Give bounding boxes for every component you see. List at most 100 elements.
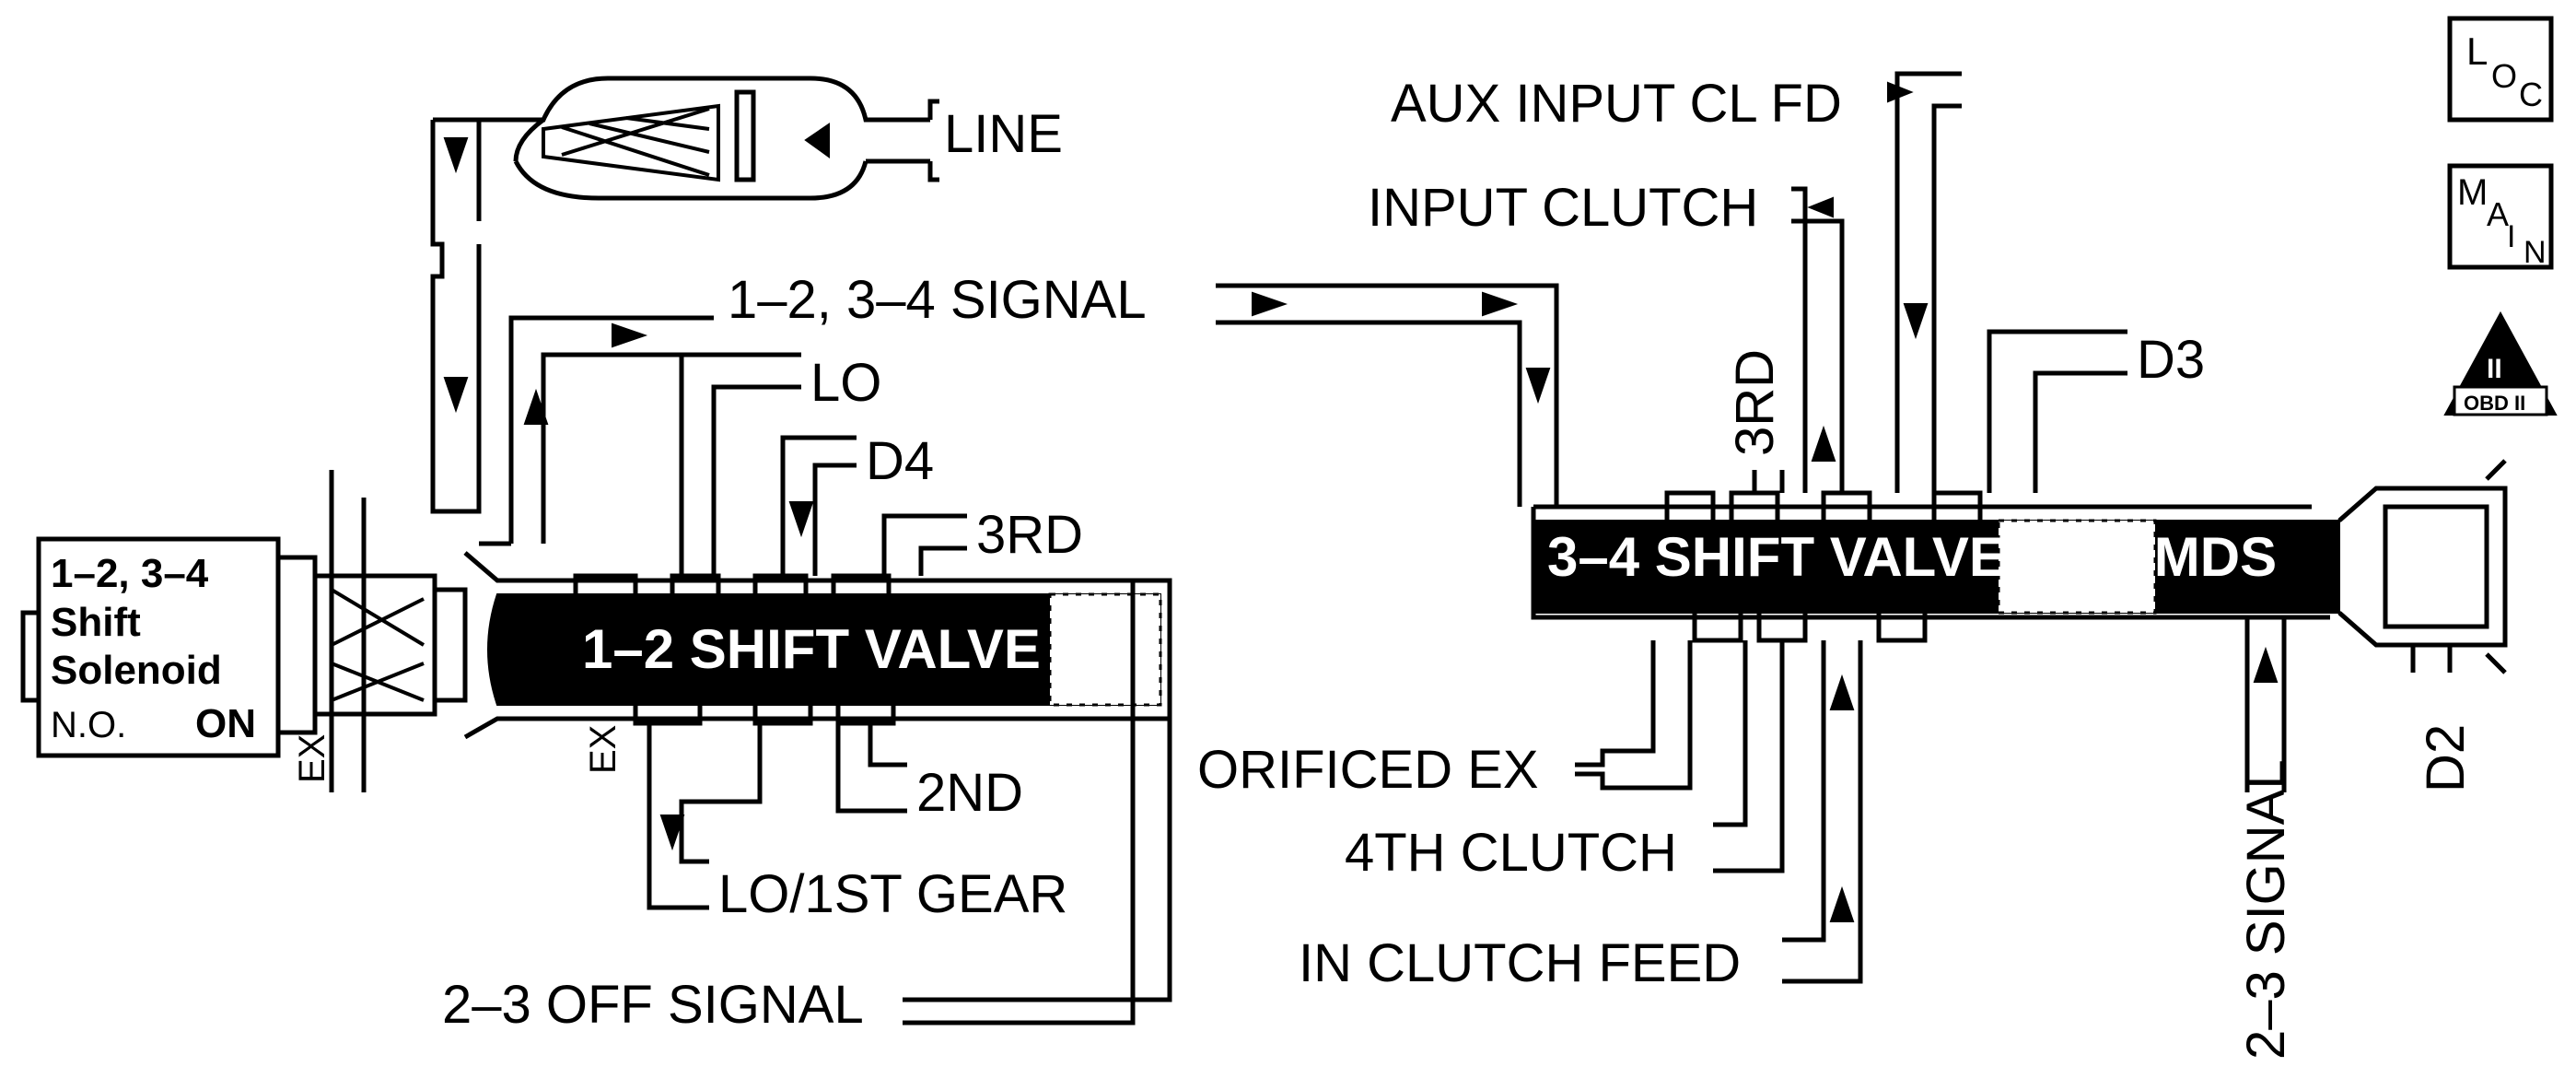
line-filter: LINE <box>476 76 1063 221</box>
signal-arrow-icon-right-2 <box>1252 291 1288 317</box>
solenoid-body <box>36 536 281 758</box>
shift-valve-12: 1–2 SHIFT VALVE EX <box>463 551 1172 774</box>
signal-23-pipe <box>2244 617 2287 792</box>
svg-text:I: I <box>2507 219 2515 254</box>
d4-label: D4 <box>866 431 934 491</box>
lo-1st-arrow-icon <box>659 815 685 851</box>
solenoid-nozzle <box>435 587 468 703</box>
lo-label: LO <box>810 353 881 413</box>
valve-12-spring <box>1048 592 1162 707</box>
valve-43-label: 4–3 MDS <box>2046 526 2277 588</box>
svg-text:A: A <box>2487 195 2509 233</box>
line-port <box>927 99 939 182</box>
svg-text:L: L <box>2466 29 2488 73</box>
solenoid-connector <box>275 555 318 735</box>
valve-12-bottom-ports <box>633 705 896 726</box>
svg-text:C: C <box>2519 76 2543 113</box>
plug-retainer <box>2485 459 2507 674</box>
svg-text:N: N <box>2524 235 2547 270</box>
valve-12-label: 1–2 SHIFT VALVE <box>582 618 1041 680</box>
in-clutch-feed-arrow-icon-2 <box>1829 885 1855 922</box>
filter-hatch <box>561 107 710 177</box>
signal-23-label: 2–3 SIGNAL <box>2236 759 2296 1060</box>
filter-plate <box>734 89 756 182</box>
aux-input-pipe <box>1894 71 1962 493</box>
input-clutch-arrow-icon-left <box>1807 196 1834 218</box>
aux-input-arrow-icon-down <box>1903 303 1929 340</box>
signal-12-34-label: 1–2, 3–4 SIGNAL <box>728 270 1147 330</box>
third-right-label: 3RD <box>1725 349 1785 456</box>
filter-housing-bottom <box>513 159 868 201</box>
line-label: LINE <box>944 104 1063 164</box>
feed-arrow-icon-2 <box>443 377 469 414</box>
in-clutch-feed-arrow-icon-1 <box>1829 674 1855 710</box>
solenoid-label-1: 1–2, 3–4 <box>51 551 209 596</box>
in-clutch-feed-label: IN CLUTCH FEED <box>1299 933 1741 993</box>
svg-text:II: II <box>2487 354 2502 384</box>
third-right-pipe <box>1752 470 1785 493</box>
lo-1st-pipe <box>647 723 763 910</box>
solenoid-state: ON <box>195 701 256 746</box>
solenoid-exhaust-lines <box>329 470 367 792</box>
ex-label-left: EX <box>292 734 332 783</box>
aux-input-cl-fd-label: AUX INPUT CL FD <box>1391 74 1842 134</box>
feed-pipe <box>430 117 482 514</box>
filter-housing-top <box>476 76 930 221</box>
input-clutch-pipe <box>1791 186 1845 493</box>
solenoid-tab <box>20 610 39 703</box>
d3-label: D3 <box>2137 330 2205 390</box>
line-arrow-icon <box>804 123 830 158</box>
obd-badge: II OBD II <box>2443 311 2558 416</box>
off-signal-23-label: 2–3 OFF SIGNAL <box>442 975 864 1035</box>
orificed-ex-pipe <box>1575 640 1693 791</box>
third-left-label: 3RD <box>976 505 1083 565</box>
lo-pipe <box>679 352 801 576</box>
signal-12-34-pipe-right <box>1216 283 1559 507</box>
second-label: 2ND <box>916 763 1023 823</box>
d3-pipe <box>1987 329 2127 493</box>
d2-pipe <box>2410 645 2453 673</box>
svg-text:M: M <box>2457 172 2488 213</box>
valve-34-label: 3–4 SHIFT VALVE <box>1547 526 2006 588</box>
svg-text:O: O <box>2491 57 2517 95</box>
shift-valve-34: 3–4 SHIFT VALVE 4–3 MDS <box>1531 459 2508 674</box>
orificed-ex-label: ORIFICED EX <box>1197 740 1539 800</box>
signal-arrow-icon-down <box>1525 368 1551 404</box>
solenoid-label-2: Shift <box>51 600 141 645</box>
d2-label: D2 <box>2416 724 2476 792</box>
signal-arrow-icon-right-1 <box>612 322 648 348</box>
ex-label-mid: EX <box>583 725 624 774</box>
shift-solenoid: 1–2, 3–4 Shift Solenoid N.O. ON EX <box>20 470 468 792</box>
fourth-clutch-pipe <box>1713 640 1785 873</box>
aux-input-arrow-icon-right <box>1887 81 1914 103</box>
signal-arrow-icon-up <box>523 388 549 425</box>
off-signal-23-pipe <box>903 580 1172 1026</box>
fourth-clutch-label: 4TH CLUTCH <box>1345 823 1677 883</box>
valve-12-spool <box>487 593 1161 706</box>
valve-34-end-plug <box>2337 486 2508 648</box>
input-clutch-label: INPUT CLUTCH <box>1368 178 1758 238</box>
valve-12-top-ports <box>573 573 892 594</box>
filter-housing-left <box>513 117 545 162</box>
third-left-pipe <box>881 513 967 576</box>
solenoid-coil-hatch <box>330 588 425 702</box>
valve-43-spring <box>1997 519 2157 615</box>
valve-34-top-ports <box>1664 490 1983 521</box>
d4-pipe <box>780 435 857 576</box>
signal-12-34-pipe <box>479 315 714 546</box>
solenoid-type: N.O. <box>51 705 126 745</box>
svg-text:OBD II: OBD II <box>2464 392 2525 415</box>
input-clutch-arrow-icon-up <box>1811 425 1836 462</box>
valve-34-plug-inner <box>2383 504 2489 629</box>
main-badge: M A I N <box>2447 163 2554 270</box>
feed-arrow-icon-1 <box>443 137 469 174</box>
second-pipe <box>835 723 907 814</box>
in-clutch-feed-pipe <box>1782 640 1863 984</box>
signal-arrow-icon-right-3 <box>1482 291 1519 317</box>
valve-34-spool <box>1533 520 2340 614</box>
solenoid-label-3: Solenoid <box>51 648 222 693</box>
loc-badge: L O C <box>2447 16 2554 123</box>
d4-arrow-icon <box>788 501 814 538</box>
signal-23-arrow-icon <box>2253 646 2279 683</box>
